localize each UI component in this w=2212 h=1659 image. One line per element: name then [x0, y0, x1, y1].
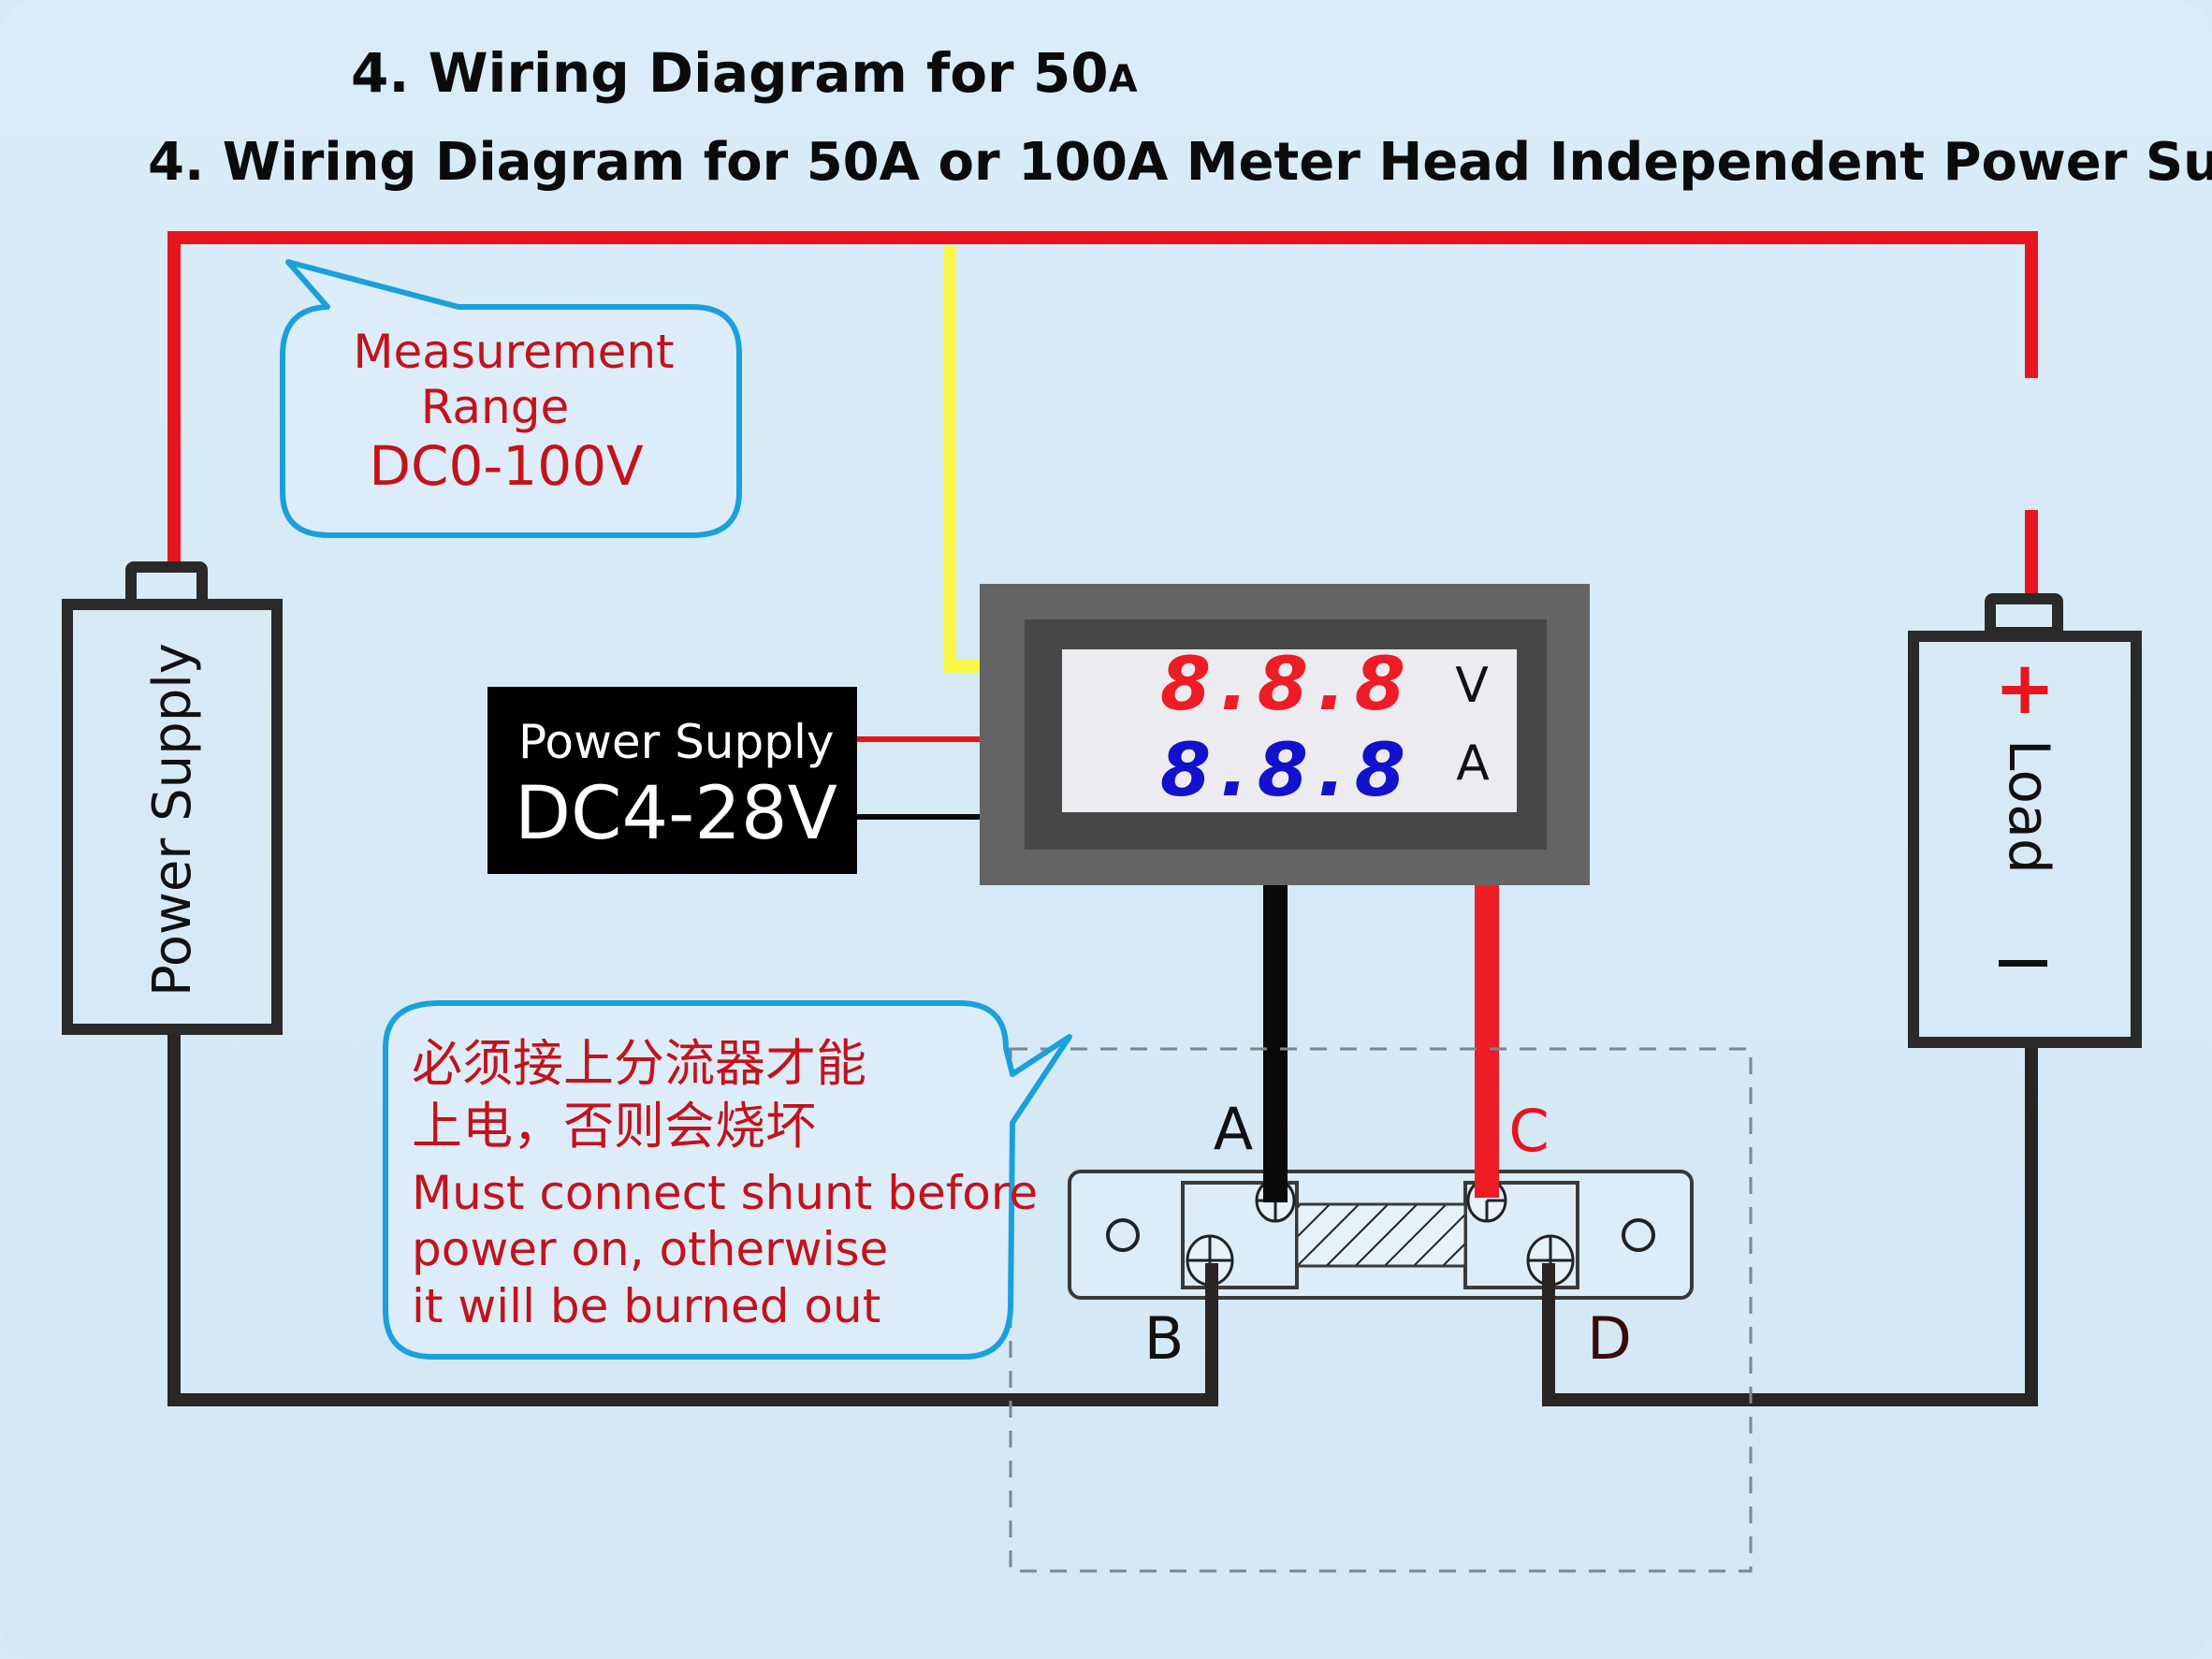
terminal-label-c: C: [1508, 1097, 1549, 1165]
measurement-range-line1: Measurement: [353, 325, 674, 379]
load: + Load: [1908, 593, 2142, 1048]
meter-screen: [1062, 649, 1517, 812]
aux-power-supply-box: [488, 687, 857, 874]
warning-en-line3: it will be burned out: [412, 1279, 880, 1333]
main-power-supply: Power Supply: [62, 561, 283, 1035]
terminal-label-d: D: [1587, 1304, 1632, 1373]
aux-power-supply-label: Power Supply: [518, 715, 834, 769]
wire-voltage-sense-yellow: [943, 245, 982, 673]
meter-voltage-unit: V: [1455, 658, 1489, 714]
main-power-supply-label: Power Supply: [142, 643, 203, 997]
measurement-range-line2: Range: [421, 380, 569, 434]
warning-cn-line2: 上电，否则会烧坏: [412, 1097, 816, 1156]
warning-en-line1: Must connect shunt before: [412, 1166, 1038, 1220]
terminal-label-b: B: [1144, 1304, 1185, 1373]
warning-cn-line1: 必须接上分流器才能: [412, 1034, 866, 1093]
shunt-resistor: [1068, 1160, 1694, 1404]
meter-head: 8.8.8 8.8.8 V A: [980, 584, 1590, 885]
meter-current-readout: 8.8.8: [1160, 729, 1415, 813]
aux-power-supply-voltage: DC4-28V: [515, 772, 837, 856]
load-plus-sign: +: [1994, 647, 2055, 731]
meter-voltage-readout: 8.8.8: [1160, 643, 1415, 727]
title-line-2: 4. Wiring Diagram for 50A or 100A Meter …: [148, 132, 2212, 193]
terminal-label-a: A: [1214, 1095, 1253, 1163]
load-label: Load: [1996, 739, 2061, 874]
warning-en-line2: power on, otherwise: [412, 1222, 888, 1276]
load-minus-sign: [1999, 960, 2047, 967]
meter-current-unit: A: [1456, 735, 1490, 792]
title-line-1: 4. Wiring Diagram for 50A: [351, 41, 1138, 105]
mount-hole-right-icon: [1622, 1218, 1655, 1252]
wire-positive-main: [167, 231, 2038, 566]
measurement-range-value: DC0-100V: [369, 434, 644, 498]
mount-hole-left-icon: [1106, 1218, 1140, 1252]
shunt-region-outline: [1009, 1047, 1753, 1573]
shunt-warning-callout: [383, 1000, 1072, 1360]
measurement-range-callout: [280, 259, 742, 538]
